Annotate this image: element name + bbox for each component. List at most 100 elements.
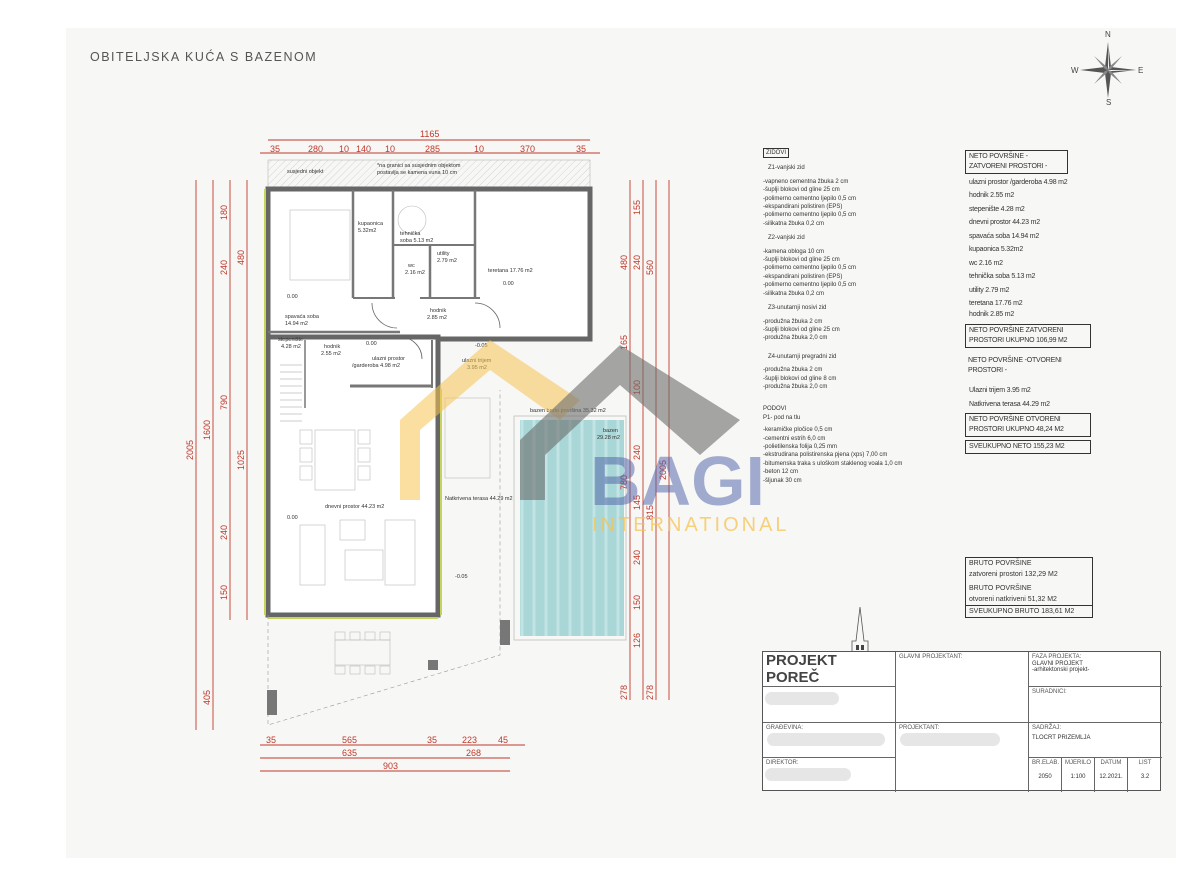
svg-text:268: 268: [466, 748, 481, 758]
title-block: PROJEKT POREČ GLAVNI PROJEKTANT: FAZA PR…: [762, 651, 1162, 792]
svg-text:150: 150: [219, 585, 229, 600]
svg-text:2.55 m2: 2.55 m2: [321, 351, 341, 357]
svg-text:35: 35: [427, 735, 437, 745]
svg-text:5.32m2: 5.32m2: [358, 228, 376, 234]
floors-heading: PODOVI: [763, 406, 787, 413]
gross-areas-panel: BRUTO POVRŠINE zatvoreni prostori 132,29…: [965, 557, 1093, 618]
sheet-content: TLOCRT PRIZEMLJA: [1032, 735, 1091, 741]
redacted-field: [765, 768, 851, 781]
svg-text:405: 405: [202, 690, 212, 705]
net-areas-panel: NETO POVRŠINE -ZATVORENI PROSTORI - ulaz…: [965, 150, 1100, 454]
firm-name: PROJEKT POREČ: [766, 652, 837, 686]
svg-text:2005: 2005: [185, 440, 195, 460]
svg-text:180: 180: [219, 205, 229, 220]
net-total: SVEUKUPNO NETO 155,23 M2: [965, 440, 1091, 454]
compass-south: S: [1106, 98, 1112, 107]
svg-text:wc: wc: [407, 263, 415, 269]
svg-text:stepenište: stepenište: [278, 337, 303, 343]
svg-text:100: 100: [632, 380, 642, 395]
svg-text:bazen bruto površina 35.32 m2: bazen bruto površina 35.32 m2: [530, 408, 606, 414]
svg-text:4.28 m2: 4.28 m2: [281, 344, 301, 350]
svg-text:teretana 17.76 m2: teretana 17.76 m2: [488, 268, 533, 274]
svg-text:3.95 m2: 3.95 m2: [467, 365, 487, 371]
svg-text:45: 45: [498, 735, 508, 745]
svg-text:2.16 m2: 2.16 m2: [405, 270, 425, 276]
svg-text:soba 5.13 m2: soba 5.13 m2: [400, 238, 433, 244]
chief-designer-label: GLAVNI PROJEKTANT:: [896, 652, 1029, 723]
redacted-field: [900, 733, 1000, 746]
svg-text:815: 815: [645, 505, 655, 520]
svg-text:29.28 m2: 29.28 m2: [597, 435, 620, 441]
svg-text:155: 155: [632, 200, 642, 215]
svg-text:ulazni trijem: ulazni trijem: [462, 358, 492, 364]
redacted-field: [767, 733, 885, 746]
svg-text:1600: 1600: [202, 420, 212, 440]
svg-text:240: 240: [632, 550, 642, 565]
compass-rose-icon: N S E W: [1071, 30, 1145, 107]
svg-text:14.94 m2: 14.94 m2: [285, 321, 308, 327]
svg-text:790: 790: [219, 395, 229, 410]
svg-text:278: 278: [645, 685, 655, 700]
svg-text:240: 240: [632, 445, 642, 460]
svg-text:35: 35: [576, 144, 586, 154]
svg-text:140: 140: [356, 144, 371, 154]
floor-plan: 1165 35 280 10 140 10 285 10 370 35 2005…: [180, 125, 700, 795]
svg-text:tehnička: tehnička: [400, 231, 421, 237]
svg-text:Natkrivena terasa 44.29 m2: Natkrivena terasa 44.29 m2: [445, 496, 513, 502]
collaborators-label: SURADNICI:: [1029, 687, 1162, 723]
director-label: DIREKTOR:: [763, 758, 896, 792]
svg-text:10: 10: [385, 144, 395, 154]
svg-text:-0.05: -0.05: [475, 343, 488, 349]
svg-text:165: 165: [619, 335, 629, 350]
dim-top-total: 1165: [420, 129, 439, 139]
closed-areas-heading: NETO POVRŠINE -ZATVORENI PROSTORI -: [965, 150, 1068, 174]
svg-text:bazen: bazen: [603, 428, 618, 434]
svg-text:560: 560: [645, 260, 655, 275]
svg-text:145: 145: [632, 495, 642, 510]
svg-text:0.00: 0.00: [287, 515, 298, 521]
svg-text:35: 35: [266, 735, 276, 745]
svg-text:ulazni prostor: ulazni prostor: [372, 356, 405, 362]
svg-text:hodnik: hodnik: [430, 308, 446, 314]
svg-text:susjedni objekt: susjedni objekt: [287, 169, 324, 175]
svg-text:223: 223: [462, 735, 477, 745]
svg-text:370: 370: [520, 144, 535, 154]
svg-text:hodnik: hodnik: [324, 344, 340, 350]
svg-text:126: 126: [632, 633, 642, 648]
walls-heading: ZIDOVI: [763, 148, 790, 159]
walls-legend: ZIDOVI Z1-vanjski zid -vapneno cementna …: [763, 148, 953, 485]
svg-text:1025: 1025: [236, 450, 246, 470]
svg-text:utility: utility: [437, 251, 450, 257]
svg-text:0.00: 0.00: [503, 281, 514, 287]
svg-text:240: 240: [632, 255, 642, 270]
closed-areas-total: NETO POVRŠINE ZATVORENI PROSTORI UKUPNO …: [965, 324, 1091, 348]
compass-north: N: [1105, 30, 1111, 39]
svg-text:150: 150: [632, 595, 642, 610]
svg-text:*na granici sa susjednim objek: *na granici sa susjednim objektom: [377, 163, 461, 169]
svg-text:2.79 m2: 2.79 m2: [437, 258, 457, 264]
svg-text:/garderoba 4.98 m2: /garderoba 4.98 m2: [352, 363, 400, 369]
svg-text:635: 635: [342, 748, 357, 758]
svg-text:280: 280: [308, 144, 323, 154]
svg-text:postavlja se kamena vuna 10 cm: postavlja se kamena vuna 10 cm: [377, 170, 458, 176]
svg-text:10: 10: [339, 144, 349, 154]
compass-west: W: [1071, 66, 1079, 75]
svg-text:2005: 2005: [658, 460, 668, 480]
svg-text:spavaća soba: spavaća soba: [285, 314, 320, 320]
svg-text:278: 278: [619, 685, 629, 700]
svg-text:2.85 m2: 2.85 m2: [427, 315, 447, 321]
building-label: GRAĐEVINA:: [763, 723, 896, 758]
svg-text:240: 240: [219, 525, 229, 540]
svg-text:480: 480: [619, 255, 629, 270]
svg-text:780: 780: [619, 475, 629, 490]
drawing-title: OBITELJSKA KUĆA S BAZENOM: [90, 50, 318, 64]
svg-text:565: 565: [342, 735, 357, 745]
redacted-field: [765, 692, 839, 705]
svg-text:dnevni prostor 44.23 m2: dnevni prostor 44.23 m2: [325, 504, 384, 510]
svg-text:10: 10: [474, 144, 484, 154]
svg-text:0.00: 0.00: [287, 294, 298, 300]
compass-east: E: [1138, 66, 1144, 75]
svg-text:480: 480: [236, 250, 246, 265]
church-logo-icon: [851, 606, 869, 653]
gross-total: SVEUKUPNO BRUTO 183,61 M2: [966, 605, 1092, 617]
